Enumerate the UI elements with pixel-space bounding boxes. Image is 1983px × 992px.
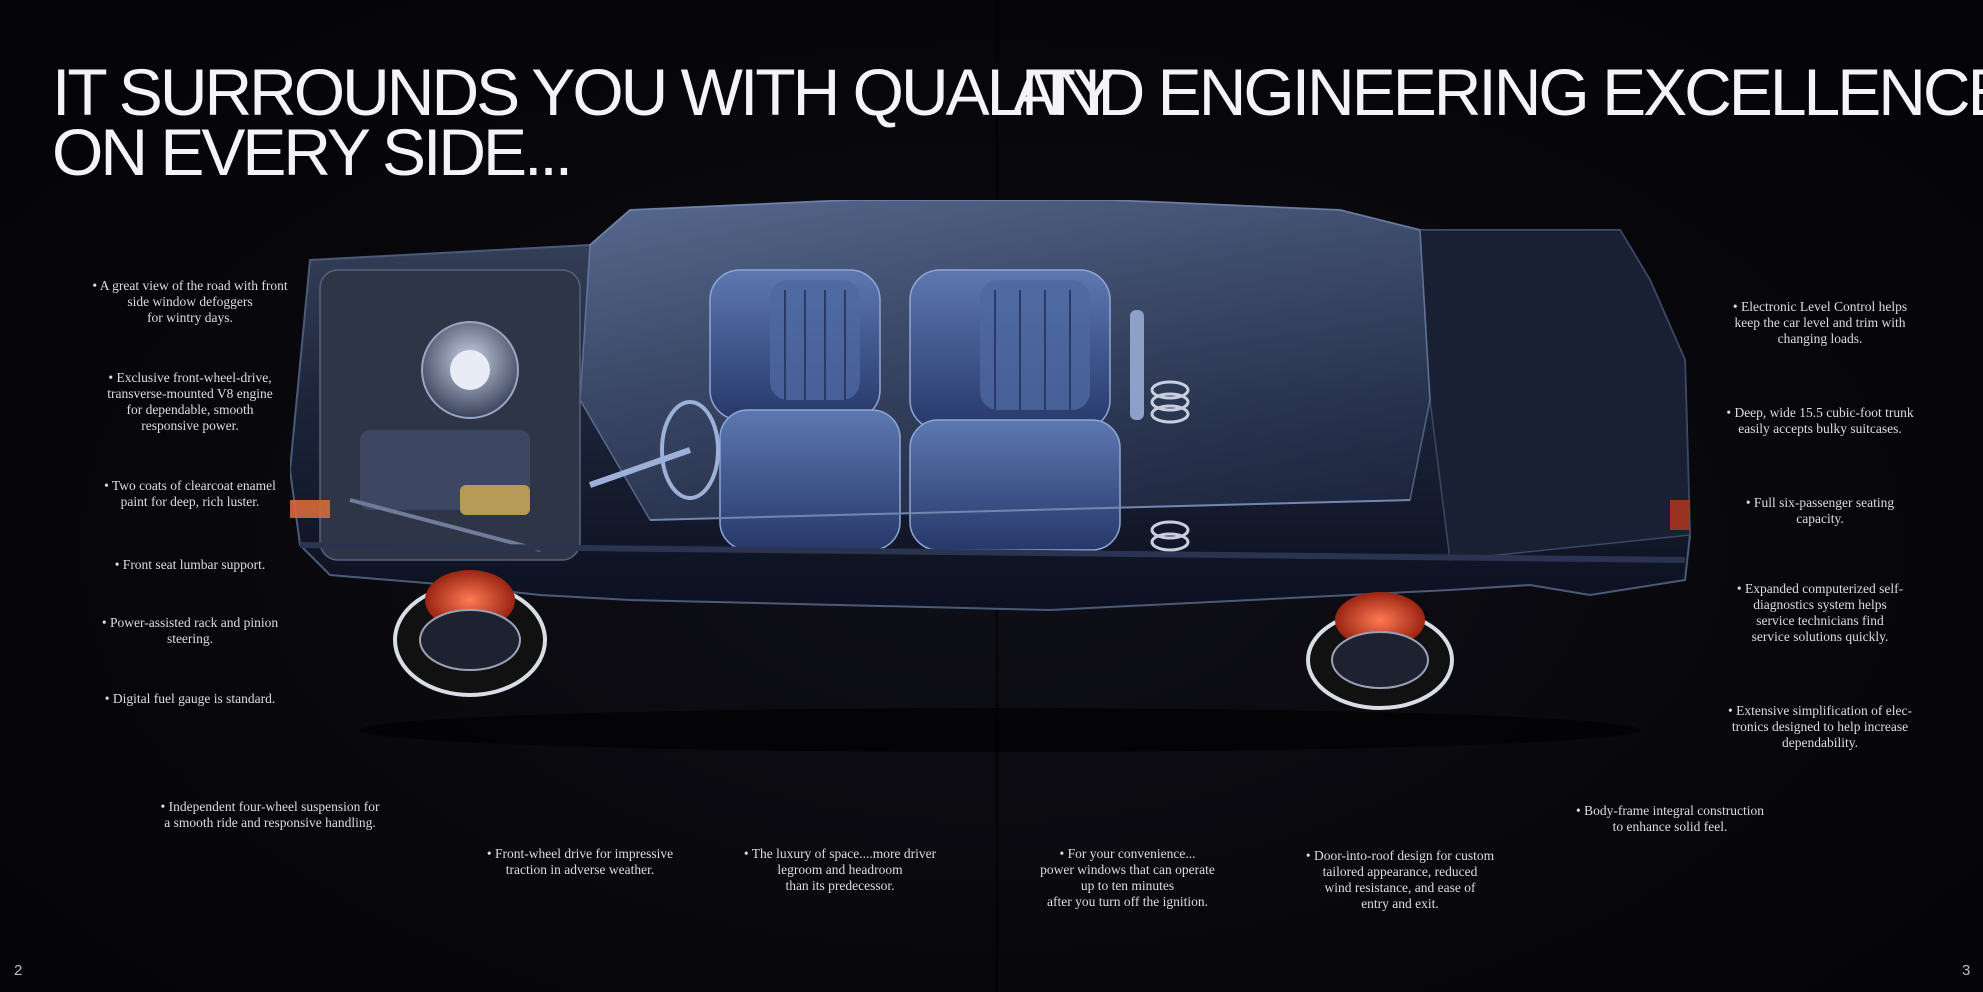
note-right-4: • Expanded computerized self- diagnostic…	[1736, 581, 1904, 644]
note-bottom-4: • For your convenience... power windows …	[1040, 846, 1215, 909]
tail-lamp	[1670, 500, 1690, 530]
door-line	[649, 499, 1411, 521]
note-bottom-2: • Front-wheel drive for impressive tract…	[486, 846, 674, 877]
air-cleaner-cap	[450, 350, 490, 390]
note-left-3: • Two coats of clearcoat enamel paint fo…	[104, 478, 276, 509]
note-bottom-1: • Independent four-wheel suspension for …	[160, 799, 380, 830]
engine-bay	[319, 269, 581, 561]
front-wheel	[393, 570, 547, 697]
trunk-lid	[1419, 229, 1691, 561]
transmission	[460, 485, 530, 515]
note-bottom-5: • Door-into-roof design for custom tailo…	[1305, 848, 1495, 911]
headline-left-line2: ON EVERY SIDE...	[52, 115, 573, 189]
page-number-right: 3	[1962, 962, 1971, 979]
headlamp	[290, 500, 330, 518]
note-bottom-3: • The luxury of space....more driver leg…	[743, 846, 937, 893]
rocker-panel	[299, 542, 1686, 563]
note-right-5: • Extensive simplification of elec- tron…	[1728, 703, 1912, 750]
rear-wheel	[1306, 592, 1454, 710]
rear-spring	[1150, 380, 1190, 552]
headline-right: AND ENGINEERING EXCELLENCE	[1012, 55, 1983, 129]
note-left-2: • Exclusive front-wheel-drive, transvers…	[107, 370, 273, 433]
note-right-1: • Electronic Level Control helps keep th…	[1732, 299, 1908, 346]
note-left-6: • Digital fuel gauge is standard.	[104, 691, 276, 706]
note-left-5: • Power-assisted rack and pinion steerin…	[101, 615, 279, 646]
headline-right-line1: AND ENGINEERING EXCELLENCE	[1012, 55, 1983, 129]
steering-column	[589, 447, 691, 488]
page-number-left: 2	[14, 962, 23, 979]
note-left-1: • A great view of the road with front si…	[92, 278, 288, 325]
car-cutaway-illustration	[290, 200, 1692, 752]
rear-seat	[909, 269, 1121, 551]
seat-pleats	[784, 290, 1071, 410]
note-left-4: • Front seat lumbar support.	[114, 557, 266, 572]
note-bottom-6: • Body-frame integral construction to en…	[1575, 803, 1765, 834]
steering-rack	[349, 498, 541, 552]
car-shadow	[360, 708, 1640, 752]
note-right-3: • Full six-passenger seating capacity.	[1745, 495, 1895, 526]
headline-left: IT SURROUNDS YOU WITH QUALITY ON EVERY S…	[52, 55, 1117, 189]
headline-left-line1: IT SURROUNDS YOU WITH QUALITY	[52, 55, 1117, 129]
note-right-2: • Deep, wide 15.5 cubic-foot trunk easil…	[1726, 405, 1914, 436]
steering-wheel	[660, 400, 720, 500]
rear-shock	[1130, 310, 1144, 420]
